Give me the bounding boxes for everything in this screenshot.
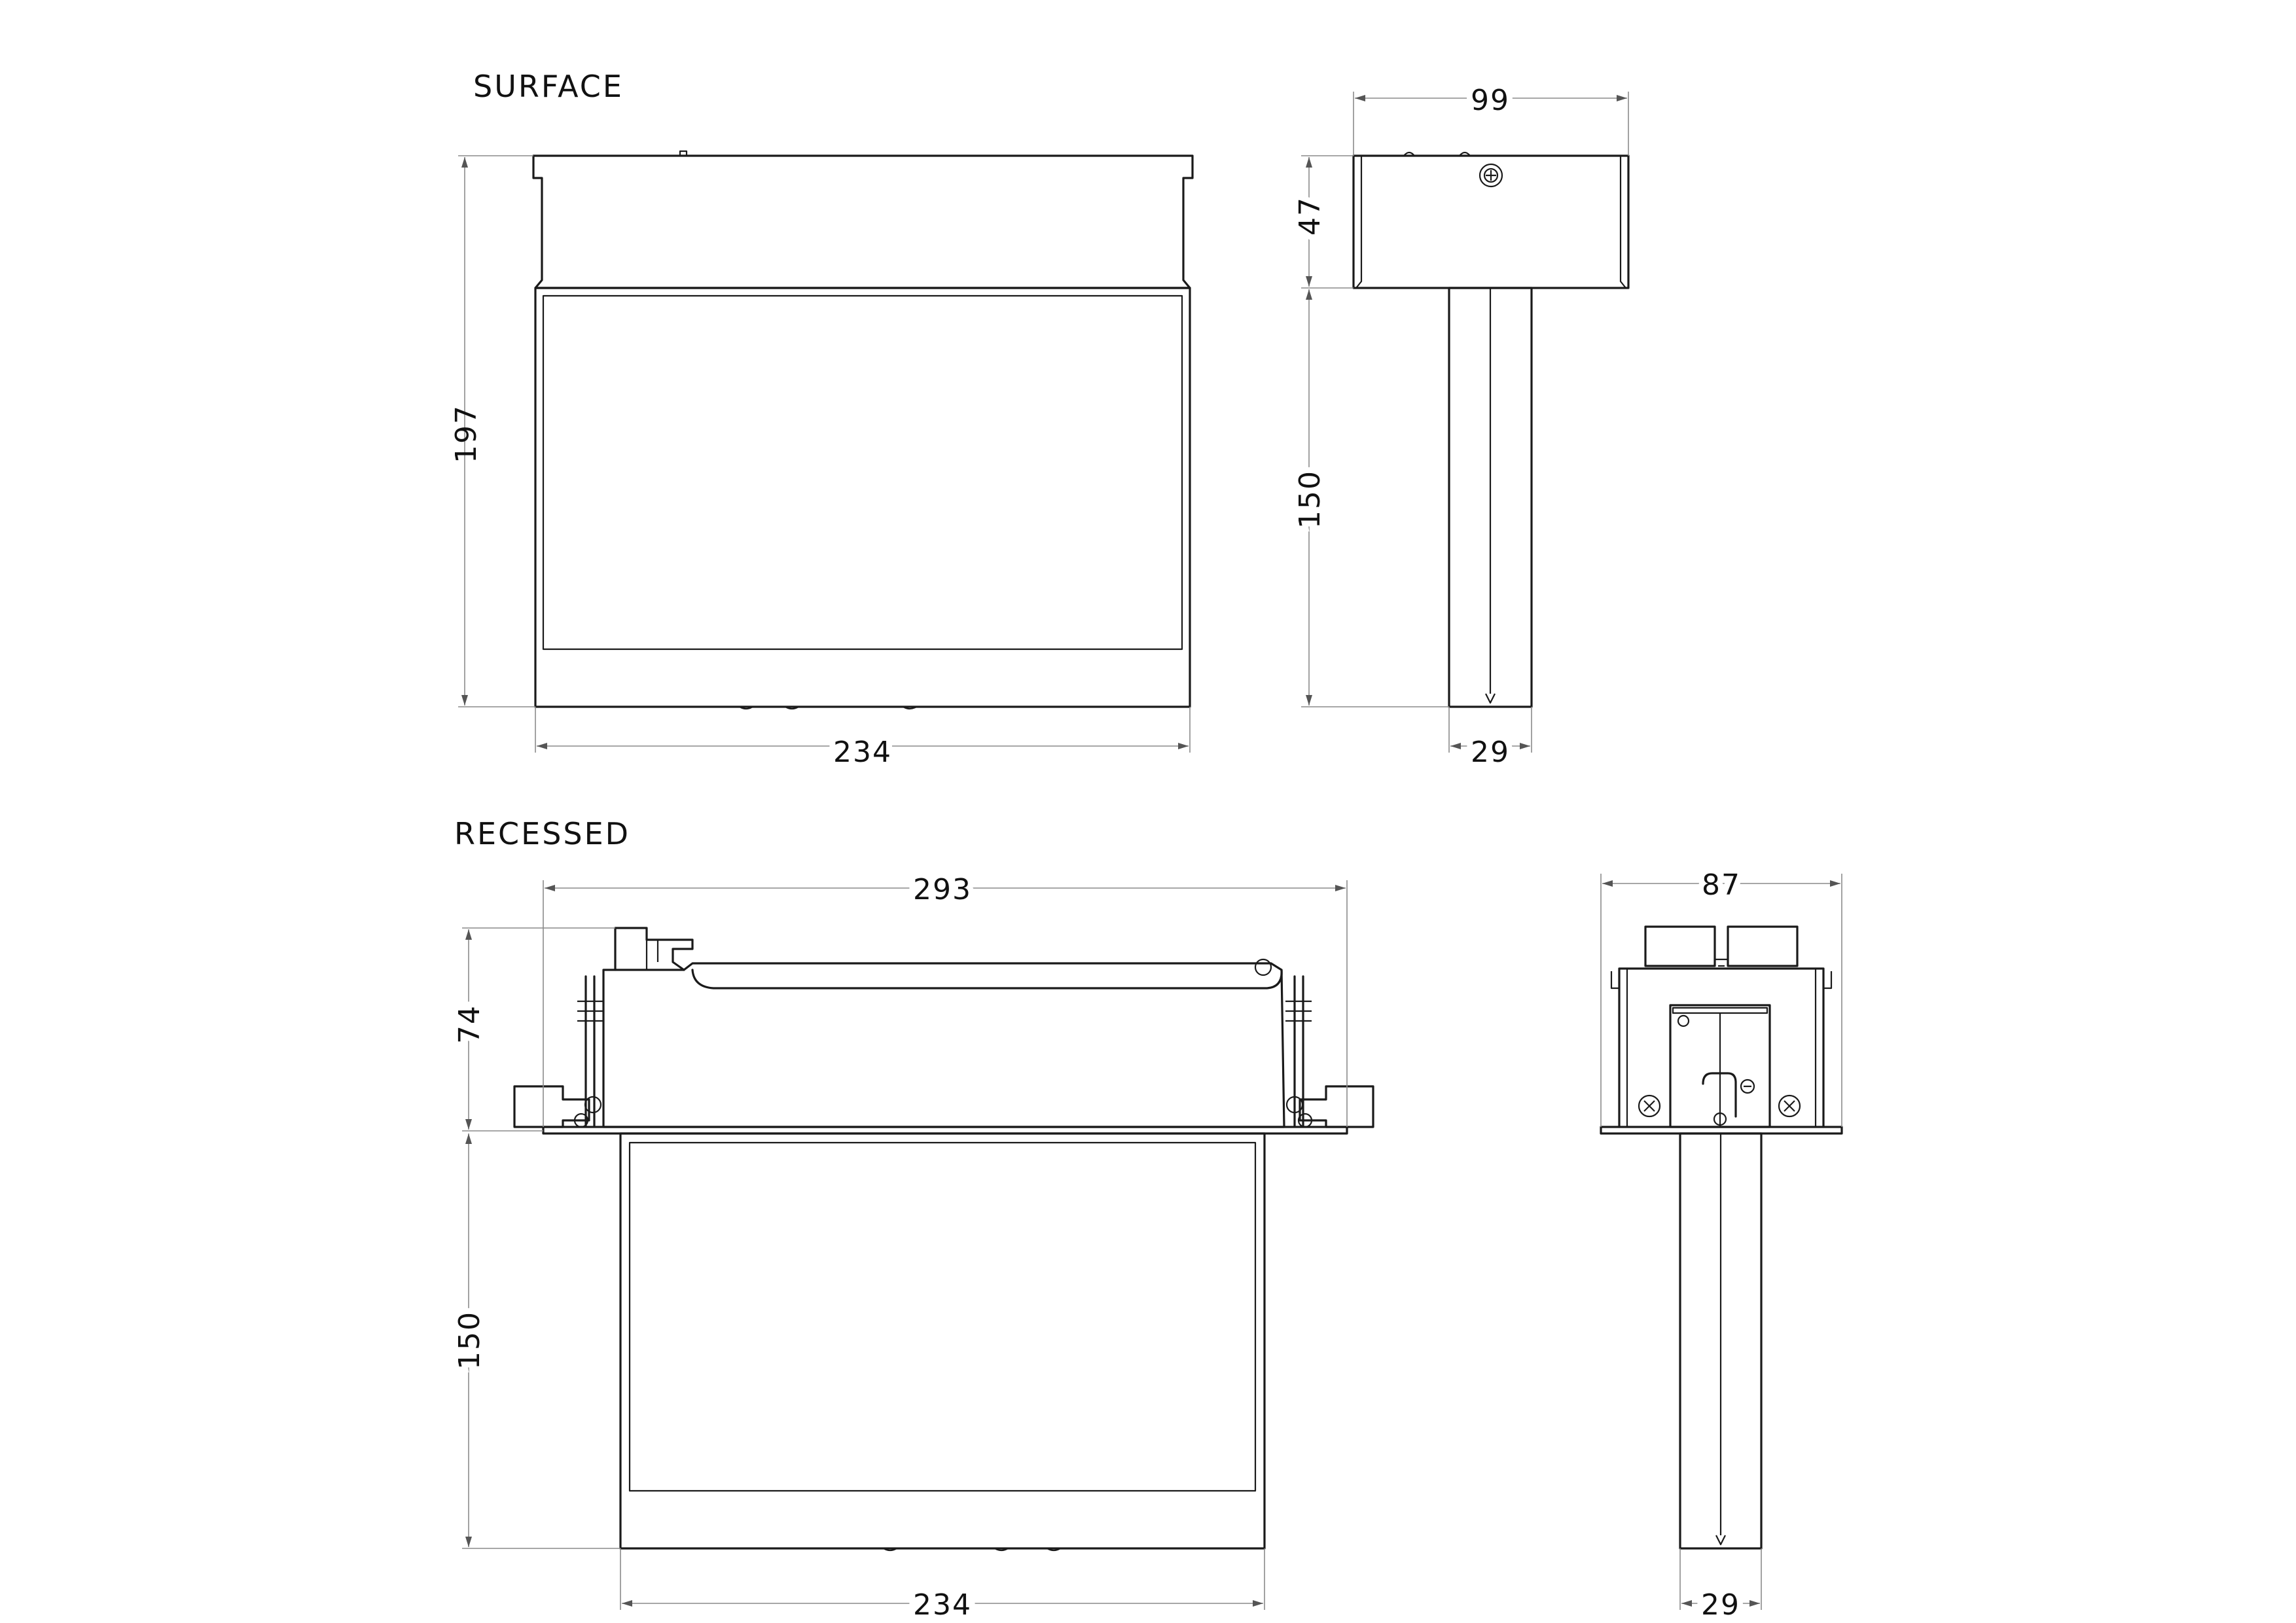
surface-front-view <box>532 150 1194 710</box>
dim-surface-side-top-height <box>1301 155 1354 289</box>
dim-recessed-side-width <box>1600 874 1842 1127</box>
dim-recessed-front-overall-width <box>543 880 1348 1127</box>
dim-surface-front-height <box>458 155 535 707</box>
dim-label-87: 87 <box>1702 868 1741 902</box>
dim-label-234-recessed: 234 <box>913 1588 972 1622</box>
dim-label-29-surface: 29 <box>1471 736 1510 769</box>
dim-surface-side-width <box>1353 92 1629 156</box>
recessed-side-view <box>1600 925 1843 1550</box>
dim-label-99: 99 <box>1471 84 1510 117</box>
dim-label-74: 74 <box>453 1005 486 1044</box>
surface-title: SURFACE <box>473 69 624 104</box>
dim-surface-front-width <box>535 707 1191 753</box>
dim-recessed-front-top-height <box>462 927 615 1132</box>
recessed-title: RECESSED <box>454 816 630 851</box>
dim-recessed-front-panel-height <box>462 1133 620 1549</box>
dim-recessed-side-thickness <box>1679 1548 1762 1610</box>
dim-label-197: 197 <box>450 404 483 463</box>
recessed-front-view <box>513 927 1374 1552</box>
dim-surface-side-panel-height <box>1301 289 1449 707</box>
dim-surface-side-thickness <box>1448 707 1532 753</box>
dim-label-29-recessed: 29 <box>1701 1588 1740 1622</box>
dim-label-150-recessed: 150 <box>453 1311 486 1370</box>
dim-label-47: 47 <box>1293 196 1327 236</box>
dim-label-234-surface: 234 <box>833 736 892 769</box>
dim-label-150-surface: 150 <box>1293 470 1327 529</box>
dim-label-293: 293 <box>913 873 972 906</box>
dim-recessed-front-width <box>620 1548 1265 1610</box>
surface-side-view <box>1352 151 1630 708</box>
